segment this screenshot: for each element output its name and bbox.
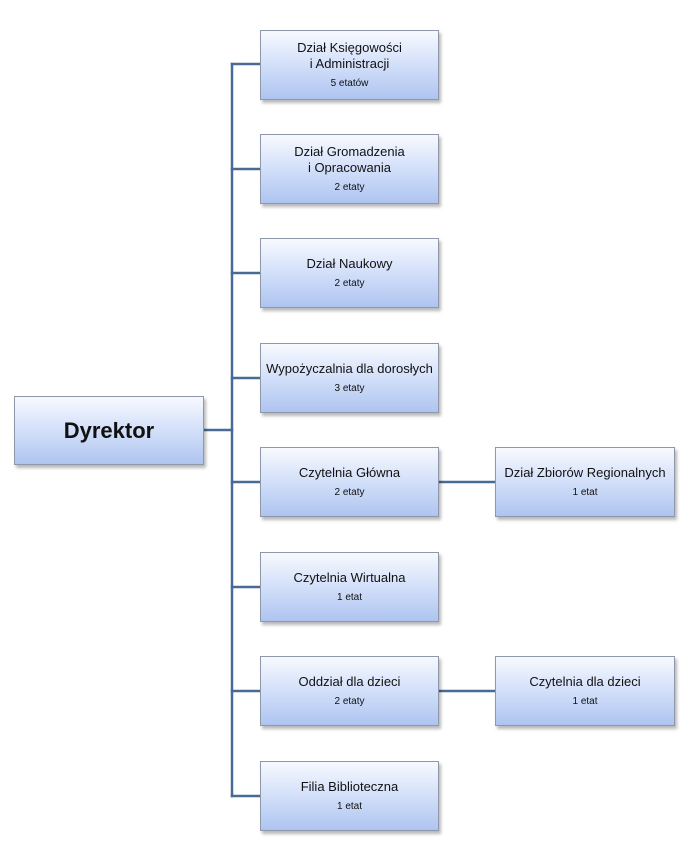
department-box-virtual-reading-room: Czytelnia Wirtualna 1 etat [260,552,439,622]
department-staff: 5 etatów [330,78,369,89]
department-staff: 1 etat [336,801,363,812]
department-box-main-reading-room: Czytelnia Główna 2 etaty [260,447,439,517]
department-name: Oddział dla dzieci [298,674,401,689]
subunit-name: Dział Zbiorów Regionalnych [504,465,666,480]
department-box-acquisitions: Dział Gromadzenia i Opracowania 2 etaty [260,134,439,204]
department-box-children: Oddział dla dzieci 2 etaty [260,656,439,726]
department-staff: 2 etaty [334,278,365,289]
department-staff: 2 etaty [334,696,365,707]
subunit-box-children-reading-room: Czytelnia dla dzieci 1 etat [495,656,675,726]
subunit-name: Czytelnia dla dzieci [529,674,641,689]
department-staff: 3 etaty [334,383,365,394]
subunit-staff: 1 etat [572,487,598,498]
department-box-scientific: Dział Naukowy 2 etaty [260,238,439,308]
department-name: Dział Gromadzenia i Opracowania [294,144,405,175]
director-name: Dyrektor [63,417,155,443]
subunit-staff: 1 etat [572,696,598,707]
department-name: Wypożyczalnia dla dorosłych [266,361,433,376]
department-name: Dział Naukowy [306,256,393,271]
department-box-branch-library: Filia Biblioteczna 1 etat [260,761,439,831]
department-staff: 1 etat [336,592,363,603]
department-box-accounting: Dział Księgowości i Administracji 5 etat… [260,30,439,100]
department-name: Czytelnia Wirtualna [293,570,406,585]
department-box-adult-lending: Wypożyczalnia dla dorosłych 3 etaty [260,343,439,413]
department-name: Czytelnia Główna [298,465,401,480]
subunit-box-regional-collections: Dział Zbiorów Regionalnych 1 etat [495,447,675,517]
director-box: Dyrektor [14,396,204,465]
department-staff: 2 etaty [334,487,365,498]
department-name: Dział Księgowości i Administracji [297,40,402,71]
department-staff: 2 etaty [334,182,365,193]
department-name: Filia Biblioteczna [300,779,399,794]
